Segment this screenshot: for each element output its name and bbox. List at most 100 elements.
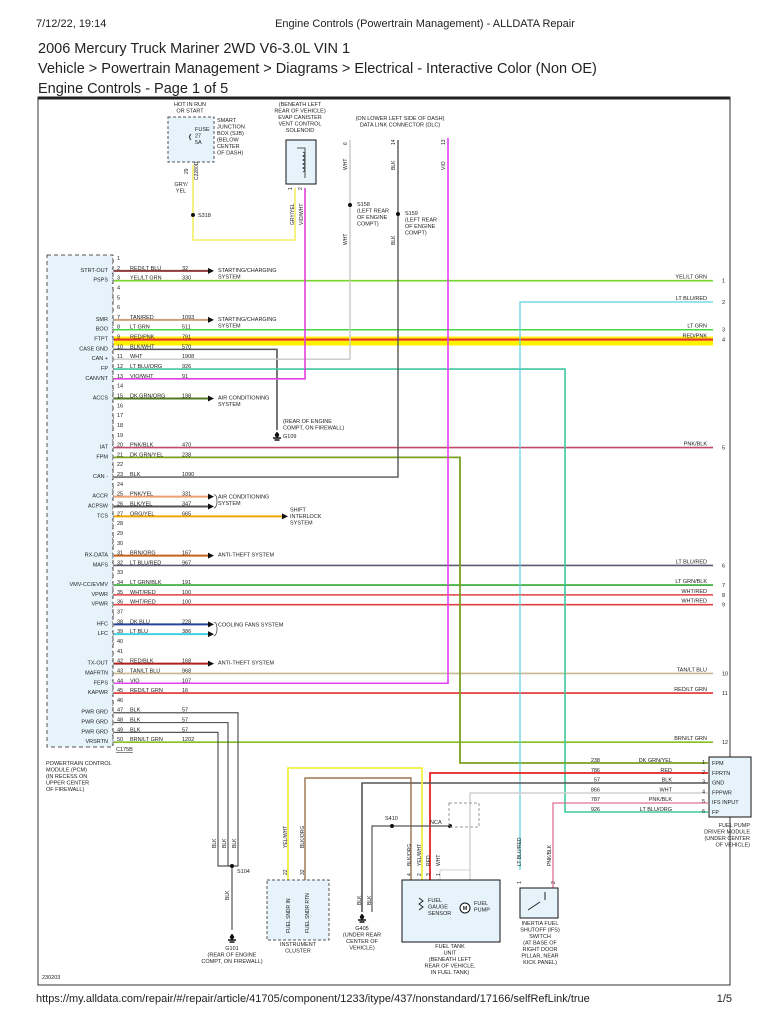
motor-label: M — [463, 906, 468, 912]
hot-in-run-label: HOT IN RUN — [174, 102, 206, 108]
pin-terminal — [111, 709, 114, 716]
pin-number: 5 — [702, 799, 705, 805]
pin-number: 21 — [117, 452, 123, 458]
fuse-icon — [189, 133, 192, 141]
wire-color-label: RED/LT BLU — [130, 266, 161, 272]
pin-terminal — [111, 473, 114, 481]
circuit-number: 57 — [182, 727, 188, 733]
right-wire-label: WHT/RED — [681, 589, 707, 595]
sjb-label: OF DASH) — [217, 151, 243, 157]
connector-id: C175B — [116, 747, 133, 753]
print-datetime: 7/12/22, 19:14 — [36, 18, 106, 30]
pin-terminal — [111, 297, 114, 304]
pin-terminal — [111, 365, 114, 373]
pin-number: 31 — [117, 551, 123, 557]
pin-function: FP — [101, 366, 108, 372]
circuit-number: 57 — [182, 708, 188, 714]
pin-number: 18 — [117, 423, 123, 429]
breadcrumb[interactable]: Vehicle > Powertrain Management > Diagra… — [38, 61, 597, 77]
system-destination-label: COOLING FANS SYSTEM — [218, 622, 284, 628]
solenoid-label: REAR OF VEHICLE) — [274, 109, 326, 115]
wire-pin-44 — [114, 138, 449, 685]
pin-terminal — [111, 562, 114, 569]
wire-color-label: DK GRN/ORG — [130, 393, 165, 399]
wire-color-label: BLK — [222, 838, 228, 848]
variable-resistor-icon — [418, 897, 424, 911]
s158-splice — [348, 203, 352, 207]
pin-terminal — [111, 424, 114, 432]
wire-color-label: BLK — [130, 727, 141, 733]
ifs-label: SWITCH — [529, 934, 551, 940]
pin-number: 1 — [117, 256, 120, 262]
right-connector-pin: 8 — [722, 593, 725, 599]
pin-terminal — [111, 385, 114, 392]
system-destination-label: ANTI-THEFT SYSTEM — [218, 661, 275, 667]
wire-color-label: PNK/BLK — [649, 797, 673, 803]
wire-yel-wht — [287, 767, 423, 880]
right-wire-label: WHT/RED — [681, 599, 707, 605]
pin-function: ACPSW — [88, 504, 109, 510]
wire-color-label: BLK — [225, 890, 231, 900]
wire-color-label: WHT/RED — [130, 590, 156, 596]
pin-function: FTPT — [94, 337, 108, 343]
wire-color-label: PNK/BLK — [130, 443, 154, 449]
right-wire-label: RED/PNK — [683, 334, 708, 340]
wire-color-label: WHT — [659, 787, 672, 793]
pin-number: 3 — [117, 276, 120, 282]
arrow-icon — [208, 621, 214, 628]
pin-number: 2 — [117, 266, 120, 272]
pin-number: 39 — [117, 629, 123, 635]
page-url[interactable]: https://my.alldata.com/repair/#/repair/a… — [36, 993, 590, 1005]
fpdm-pin-function: FPM — [712, 761, 724, 767]
pin-function: STRT-OUT — [81, 268, 109, 274]
wire-color-label: BLK — [130, 718, 141, 724]
instrument-cluster — [266, 879, 330, 941]
wire-color-label: LT GRN — [130, 325, 150, 331]
circuit-number: 968 — [182, 668, 191, 674]
circuit-number: 1202 — [182, 737, 194, 743]
pin-terminal — [111, 729, 114, 736]
pin-number: 32 — [117, 560, 123, 566]
pin-function: TX-OUT — [88, 661, 109, 667]
system-destination-label: SYSTEM — [218, 402, 241, 408]
pin-terminal — [111, 503, 114, 510]
pin-function: SMR — [96, 317, 108, 323]
s158-label: COMPT) — [357, 222, 379, 228]
ifs-label: PILLAR, NEAR — [521, 954, 558, 960]
right-connector-pin: 10 — [722, 671, 728, 677]
diagram-frame — [37, 96, 731, 986]
s159-splice — [396, 212, 400, 216]
right-wire-label: LT GRN/BLK — [675, 579, 707, 585]
arrow-icon — [208, 631, 214, 638]
pin-function: MAFRTN — [85, 670, 108, 676]
pin-number: 2 — [417, 873, 423, 876]
circuit-number: 198 — [182, 393, 191, 399]
s318-splice — [191, 213, 195, 217]
wire-color-label: BLK — [357, 895, 363, 905]
pin-function: IAT — [100, 445, 109, 451]
cluster-label: CLUSTER — [285, 949, 311, 955]
wire-color-label: YEL/LT GRN — [130, 276, 162, 282]
wire-color-label: DK GRN/YEL — [130, 452, 163, 458]
right-wire-label: PNK/BLK — [684, 442, 708, 448]
pin-function: PWR GRD — [81, 729, 108, 735]
pin-terminal — [111, 326, 114, 333]
ground-icon-dot — [229, 934, 235, 940]
wire-color-label: BLK — [212, 838, 218, 848]
wire-color-label: BLK — [367, 895, 373, 905]
right-connector-pin: 1 — [722, 279, 725, 285]
right-connector-pin: 5 — [722, 446, 725, 452]
wire-color-label: YEL/WHT — [417, 844, 423, 866]
arrow-icon — [208, 493, 214, 500]
pin-terminal — [111, 405, 114, 412]
system-destination-label: SYSTEM — [290, 520, 313, 526]
g109-label: G109 — [283, 434, 296, 440]
s104-splice — [230, 864, 234, 868]
circuit-number: 1090 — [182, 472, 194, 478]
pin-terminal — [111, 542, 114, 550]
pin-function: VPWR — [92, 592, 109, 598]
splice-label: S318 — [198, 213, 211, 219]
highlight-band — [114, 336, 713, 346]
pin-terminal — [111, 277, 114, 284]
pin-number: 15 — [117, 393, 123, 399]
